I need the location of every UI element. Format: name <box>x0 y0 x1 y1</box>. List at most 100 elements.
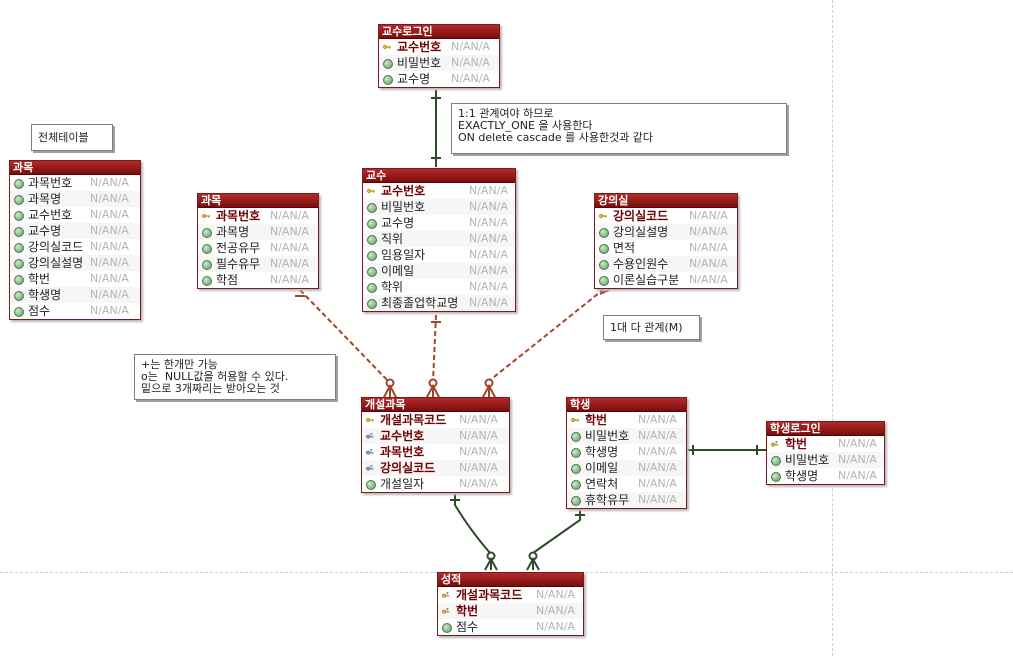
note-nullable[interactable]: +는 한개만 가능 o는 NULL값을 허용할 수 있다. 밑으로 3개짜리는 … <box>134 354 336 400</box>
attribute-icon <box>367 219 377 229</box>
column-name: 과목명 <box>28 192 62 206</box>
column-name: 이론실습구분 <box>613 273 680 287</box>
svg-text:F: F <box>446 607 448 611</box>
attribute-icon <box>599 260 609 270</box>
column-name: 점수 <box>28 304 51 318</box>
attribute-icon <box>367 299 377 309</box>
svg-text:F: F <box>446 591 448 595</box>
column-type: N/AN/A <box>838 453 877 466</box>
attribute-icon <box>202 260 212 270</box>
note-all-tables[interactable]: 전체테이블 <box>31 124 113 151</box>
entity-column-row[interactable]: 강의실설명 N/AN/A <box>10 255 140 271</box>
column-type: N/AN/A <box>638 493 677 506</box>
column-name: 비밀번호 <box>381 200 426 214</box>
note-one-to-one[interactable]: 1:1 관계여야 하므로 EXACTLY_ONE 을 사용한다 ON delet… <box>451 103 787 154</box>
svg-text:F: F <box>370 448 372 452</box>
column-type: N/AN/A <box>689 225 728 238</box>
primary-key-icon <box>366 418 374 422</box>
note-one-to-many[interactable]: 1대 다 관계(M) <box>603 315 700 340</box>
attribute-icon <box>14 227 24 237</box>
foreign-key-icon: F <box>366 448 374 455</box>
column-type: N/AN/A <box>90 272 129 285</box>
column-name: 이메일 <box>381 264 415 278</box>
column-name: 필수유무 <box>216 257 261 271</box>
attribute-icon <box>14 243 24 253</box>
column-type: N/AN/A <box>689 257 728 270</box>
column-name: 교수번호 <box>397 40 442 54</box>
entity-title: 과목 <box>198 194 318 208</box>
column-name: 연락처 <box>585 477 619 491</box>
column-name: 강의실설명 <box>28 256 84 270</box>
column-name: 교수번호 <box>28 208 73 222</box>
attribute-icon <box>599 244 609 254</box>
column-name: 과목번호 <box>28 176 73 190</box>
attribute-icon <box>367 235 377 245</box>
attribute-icon <box>14 259 24 269</box>
entity-title: 교수로그인 <box>379 25 499 39</box>
column-name: 점수 <box>456 620 479 634</box>
entity-column-row[interactable]: 과목명 N/AN/A <box>10 191 140 207</box>
primary-foreign-key-icon: F <box>442 607 450 614</box>
column-type: N/AN/A <box>90 256 129 269</box>
column-name: 교수번호 <box>381 184 426 198</box>
attribute-icon <box>571 480 581 490</box>
column-type: N/AN/A <box>469 232 508 245</box>
svg-text:F: F <box>370 432 372 436</box>
column-type: N/AN/A <box>90 192 129 205</box>
